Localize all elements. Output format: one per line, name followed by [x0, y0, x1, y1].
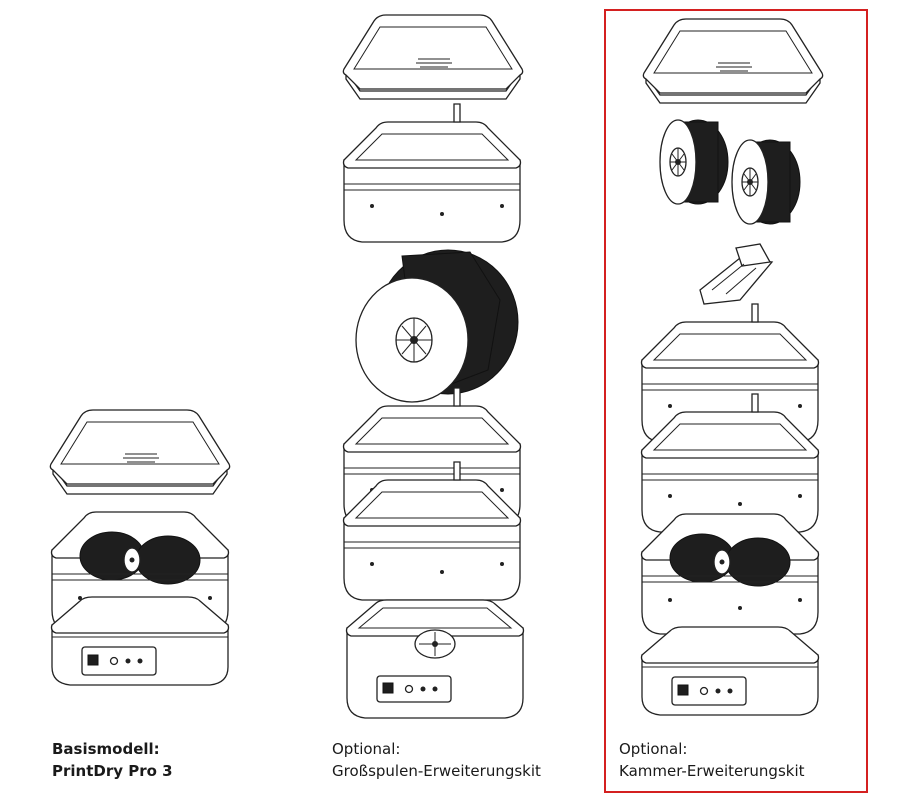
highlight-frame — [604, 9, 868, 793]
column-large-spool-kit — [342, 14, 525, 719]
caption-line-2: Kammer-Erweiterungskit — [619, 762, 805, 780]
caption-line-2: PrintDry Pro 3 — [52, 762, 173, 780]
caption-large-spool-kit: Optional: Großspulen-Erweiterungskit — [332, 738, 541, 782]
caption-line-1: Optional: — [332, 740, 401, 758]
chamber-ring-part — [342, 103, 522, 243]
large-spool-part — [355, 249, 519, 403]
base-unit-part — [345, 599, 525, 719]
caption-base-model: Basismodell: PrintDry Pro 3 — [52, 738, 173, 782]
caption-line-2: Großspulen-Erweiterungskit — [332, 762, 541, 780]
caption-chamber-kit: Optional: Kammer-Erweiterungskit — [619, 738, 805, 782]
lid-part — [342, 14, 524, 100]
lid-part — [49, 409, 231, 495]
base-unit-part — [50, 596, 230, 686]
column-chamber-kit — [640, 18, 824, 716]
column-base-model — [49, 409, 231, 686]
spool-holder-part — [699, 243, 774, 305]
caption-line-1: Basismodell: — [52, 740, 160, 758]
caption-line-1: Optional: — [619, 740, 688, 758]
